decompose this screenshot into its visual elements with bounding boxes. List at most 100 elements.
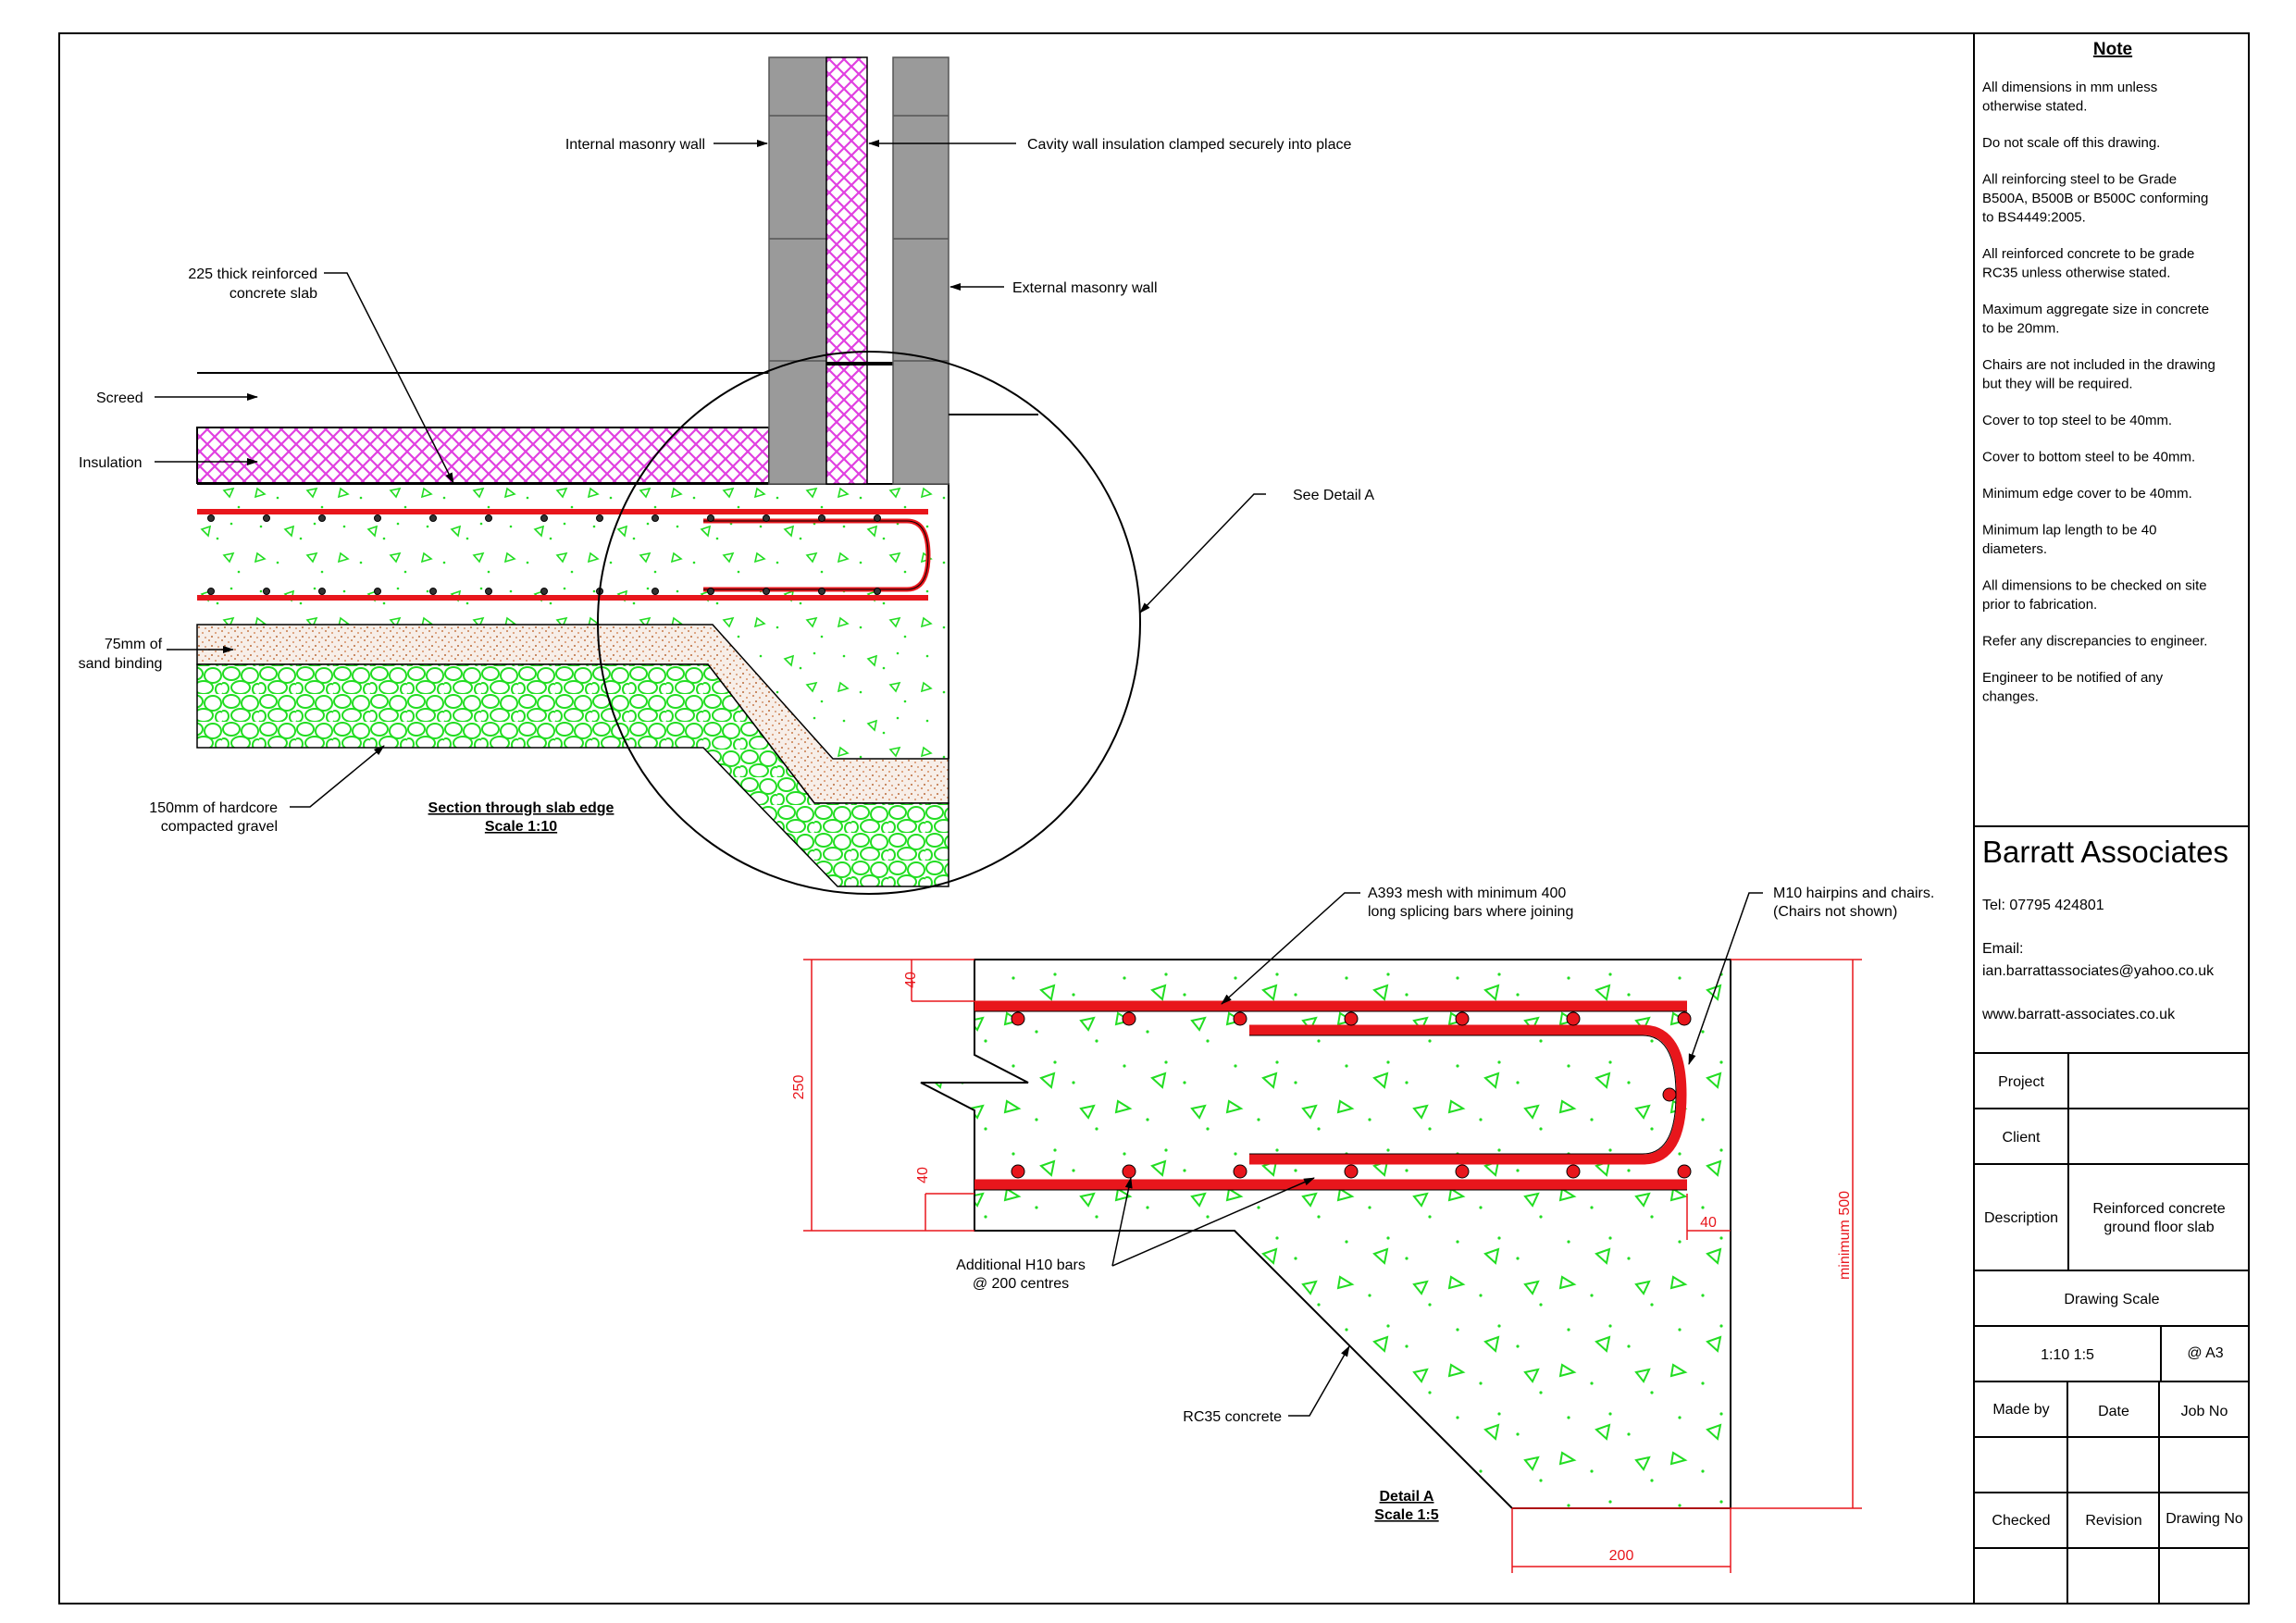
note-5-line-1: Maximum aggregate size in concrete [1982, 302, 2209, 317]
section-bar-dot [540, 588, 548, 595]
section-bar-dot [874, 514, 881, 522]
sheet-border [58, 32, 2250, 1604]
label-hairpin-line1: M10 hairpins and chairs. [1773, 886, 1934, 901]
section-view [196, 56, 1141, 895]
section-bar-dot [707, 514, 714, 522]
detail-bar-dots [1011, 1011, 1692, 1179]
firm-email-label: Email: [1982, 941, 2023, 957]
label-slab-line2: concrete slab [230, 286, 317, 302]
tb-client: Client [2003, 1130, 2041, 1146]
note-7-line-1: Cover to top steel to be 40mm. [1982, 413, 2172, 428]
note-10-line-2: diameters. [1982, 541, 2047, 557]
note-3-line-1: All reinforcing steel to be Grade [1982, 172, 2177, 188]
detail-a-callout-circle [597, 351, 1141, 895]
note-6-line-1: Chairs are not included in the drawing [1982, 357, 2215, 373]
tb-job-no: Job No [2181, 1404, 2228, 1419]
label-hardcore-line2: compacted gravel [161, 819, 278, 835]
firm-email: ian.barrattassociates@yahoo.co.uk [1982, 963, 2215, 979]
section-bar-dot [818, 588, 825, 595]
detail-bar-dot [1122, 1011, 1136, 1026]
detail-leaders [1111, 892, 1763, 1417]
label-see-detail: See Detail A [1293, 488, 1374, 503]
dim-top-cover: 40 [903, 972, 919, 988]
tb-scale-values: 1:10 1:5 [2041, 1347, 2094, 1363]
notes-heading: Note [2093, 40, 2132, 59]
note-8-line-1: Cover to bottom steel to be 40mm. [1982, 450, 2195, 465]
section-bar-dot [318, 588, 326, 595]
detail-bar-dot [1233, 1011, 1247, 1026]
section-bar-dot [763, 588, 770, 595]
label-slab-line1: 225 thick reinforced [188, 266, 317, 282]
section-bar-dot [429, 588, 437, 595]
note-10-line-1: Minimum lap length to be 40 [1982, 523, 2156, 539]
note-2-line-1: Do not scale off this drawing. [1982, 135, 2160, 151]
label-internal-wall: Internal masonry wall [565, 137, 705, 153]
external-masonry-wall [892, 56, 949, 485]
tb-project: Project [1998, 1074, 2044, 1090]
note-1-line-1: All dimensions in mm unless [1982, 80, 2157, 95]
section-bar-dot [318, 514, 326, 522]
section-bar-dot [374, 588, 381, 595]
label-cavity-insulation: Cavity wall insulation clamped securely … [1027, 137, 1351, 153]
section-bar-dot [763, 514, 770, 522]
section-scale: Scale 1:10 [485, 819, 557, 835]
detail-bar-dot [1344, 1011, 1359, 1026]
tb-drawing-scale: Drawing Scale [2064, 1292, 2159, 1307]
note-12-line-1: Refer any discrepancies to engineer. [1982, 634, 2207, 650]
detail-hairpin [1249, 1024, 1687, 1165]
note-6-line-2: but they will be required. [1982, 377, 2133, 392]
section-bar-dot [652, 588, 659, 595]
detail-bar-dot [1455, 1164, 1470, 1179]
note-4-line-2: RC35 unless otherwise stated. [1982, 266, 2170, 281]
tb-revision: Revision [2085, 1513, 2141, 1529]
tb-checked: Checked [1992, 1513, 2050, 1529]
note-5-line-2: to be 20mm. [1982, 321, 2059, 337]
note-11-line-2: prior to fabrication. [1982, 597, 2097, 613]
detail-title: Detail A [1380, 1489, 1434, 1505]
internal-masonry-wall [768, 56, 827, 485]
note-13-line-2: changes. [1982, 689, 2039, 705]
note-4-line-1: All reinforced concrete to be grade [1982, 246, 2194, 262]
detail-a-view [920, 959, 1731, 1509]
detail-bar-dot [1233, 1164, 1247, 1179]
firm-tel: Tel: 07795 424801 [1982, 898, 2104, 913]
floor-insulation [196, 427, 770, 484]
firm-web: www.barratt-associates.co.uk [1981, 1007, 2176, 1022]
detail-bar-dot [1344, 1164, 1359, 1179]
section-bar-dot [540, 514, 548, 522]
note-3-line-3: to BS4449:2005. [1982, 210, 2086, 226]
label-mesh-line1: A393 mesh with minimum 400 [1368, 886, 1566, 901]
tb-paper-size: @ A3 [2187, 1345, 2223, 1361]
detail-bar-dot [1677, 1011, 1692, 1026]
dim-edge-cover: 40 [1700, 1215, 1717, 1231]
dim-depth: 250 [791, 1075, 807, 1100]
tb-made-by: Made by [1992, 1402, 2049, 1418]
note-11-line-1: All dimensions to be checked on site [1982, 578, 2207, 594]
label-screed: Screed [96, 390, 143, 406]
label-concrete: RC35 concrete [1183, 1409, 1282, 1425]
label-external-wall: External masonry wall [1012, 280, 1158, 296]
note-3-line-2: B500A, B500B or B500C conforming [1982, 191, 2208, 206]
label-insulation: Insulation [79, 455, 143, 471]
note-13-line-1: Engineer to be notified of any [1982, 670, 2164, 686]
section-bar-dot [207, 588, 215, 595]
section-bar-dot [374, 514, 381, 522]
section-bar-dot [652, 514, 659, 522]
label-hardcore-line1: 150mm of hardcore [149, 800, 278, 816]
detail-bar-dot [1566, 1011, 1581, 1026]
section-bar-dot [485, 588, 492, 595]
detail-bar-dot [1455, 1011, 1470, 1026]
cavity-insulation [825, 56, 868, 485]
section-bar-dot [263, 514, 270, 522]
detail-bar-dot [1011, 1011, 1025, 1026]
section-leaders [155, 140, 1266, 808]
dim-bottom-cover: 40 [915, 1167, 931, 1183]
section-bar-dot [429, 514, 437, 522]
detail-bar-dot [1011, 1164, 1025, 1179]
label-mesh-line2: long splicing bars where joining [1368, 904, 1573, 920]
section-bar-dot [874, 588, 881, 595]
dim-min-depth: minimum 500 [1837, 1191, 1853, 1280]
label-sand-line2: sand binding [79, 656, 163, 672]
section-bar-dot [263, 588, 270, 595]
